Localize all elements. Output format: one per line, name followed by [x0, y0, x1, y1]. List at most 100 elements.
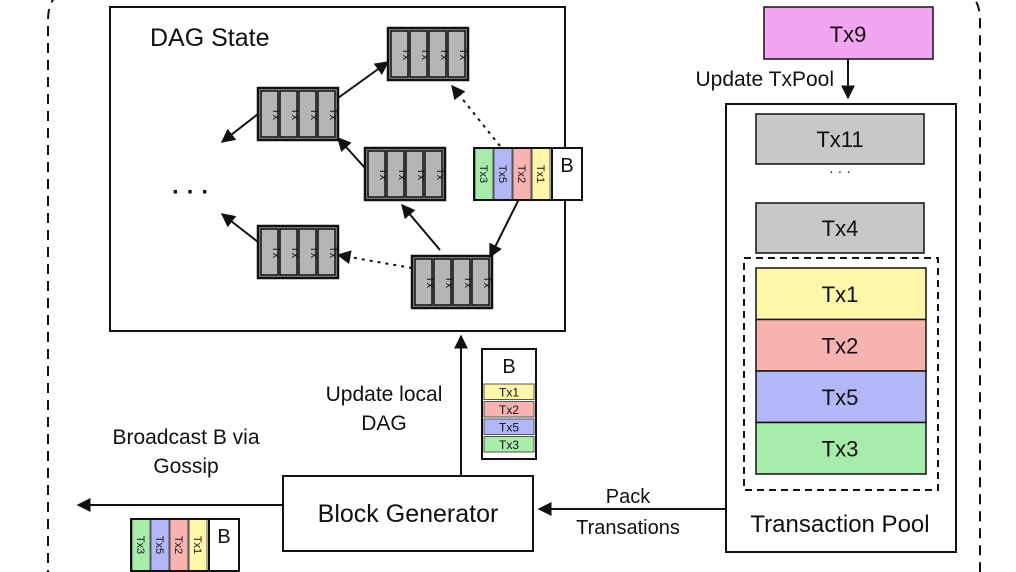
dag-edge	[489, 196, 521, 259]
pool-selected-tx	[755, 267, 927, 321]
broadcast-block-frame	[130, 518, 240, 572]
dag-tx-label: Tx	[424, 276, 436, 289]
pool-selected-tx	[755, 421, 927, 475]
dag-tx-label: Tx	[481, 276, 493, 289]
broadcast-label-line2: Gossip	[153, 455, 218, 478]
broadcast-block-tx-label: Tx3	[134, 536, 146, 554]
generated-block-label: B	[502, 356, 515, 378]
dag-block: Tx Tx Tx Tx	[386, 26, 470, 82]
pool-pending-tx-label: Tx4	[822, 216, 859, 241]
dag-tx-label: Tx	[289, 108, 301, 121]
broadcast-label-line1: Broadcast B via	[112, 426, 259, 449]
dag-new-block-label: B	[560, 155, 573, 177]
pack-label-line2: Transations	[576, 517, 680, 539]
dag-state-title: DAG State	[150, 24, 270, 52]
dag-new-block-tx-label: Tx3	[477, 165, 489, 183]
dag-tx-label: Tx	[434, 168, 446, 181]
dag-edge	[220, 113, 259, 143]
dag-edge	[401, 203, 441, 251]
dag-tx-label: Tx	[438, 48, 450, 61]
dag-new-block-tx-label: Tx1	[534, 165, 546, 183]
dag-new-block-tx-label: Tx2	[515, 165, 527, 183]
dag-tx-cell	[367, 150, 386, 198]
dag-tx-cell	[405, 150, 424, 198]
dag-tx-cell	[298, 90, 317, 138]
pool-ellipsis: · · ·	[829, 163, 851, 179]
dag-tx-cell	[317, 228, 336, 276]
generated-block-tx-label: Tx2	[499, 403, 519, 417]
block-generator-label: Block Generator	[318, 500, 499, 528]
dag-new-block-frame	[473, 147, 583, 201]
dag-edge	[337, 136, 366, 169]
broadcast-block-label: B	[217, 526, 230, 548]
dag-tx-cell	[390, 30, 409, 78]
generated-block-tx	[483, 383, 535, 400]
dag-tx-label: Tx	[443, 276, 455, 289]
broadcast-block-tx-label: Tx2	[172, 536, 184, 554]
dag-tx-cell	[317, 90, 336, 138]
dag-tx-cell	[260, 90, 279, 138]
dag-edge	[220, 213, 259, 243]
pool-selected-tx-label: Tx2	[822, 334, 859, 359]
incoming-tx-box	[763, 6, 934, 60]
broadcast-block-tx-label: Tx1	[191, 536, 203, 554]
pack-label-line1: Pack	[606, 486, 651, 508]
dag-tx-label: Tx	[419, 48, 431, 61]
dag-tx-label: Tx	[377, 168, 389, 181]
dag-tx-cell	[414, 258, 433, 306]
generated-block-tx-label: Tx1	[499, 386, 519, 400]
dag-new-block: Tx3 Tx5 Tx2 Tx1 B	[473, 147, 583, 201]
transaction-pool-title: Transaction Pool	[750, 511, 929, 538]
dag-edge-tentative	[451, 84, 501, 147]
update-local-dag-label-line2: DAG	[361, 412, 407, 435]
update-txpool-label: Update TxPool	[695, 68, 834, 91]
dag-tx-cell	[279, 90, 298, 138]
dag-block: Tx Tx Tx Tx	[363, 146, 447, 202]
generated-block-tx-label: Tx3	[499, 438, 519, 452]
dag-tx-label: Tx	[270, 108, 282, 121]
dag-tx-label: Tx	[400, 48, 412, 61]
generated-block-tx	[483, 401, 535, 418]
dag-edge	[337, 61, 390, 99]
dag-new-block-tx-label: Tx5	[496, 165, 508, 183]
dag-tx-cell	[447, 30, 466, 78]
pool-selected-tx	[755, 370, 927, 424]
pool-pending-tx-label: Tx11	[816, 127, 863, 152]
dag-tx-label: Tx	[308, 108, 320, 121]
dag-tx-label: Tx	[327, 108, 339, 121]
dag-tx-label: Tx	[327, 246, 339, 259]
dag-tx-label: Tx	[270, 246, 282, 259]
dag-tx-label: Tx	[457, 48, 469, 61]
selected-txs-frame	[743, 257, 939, 491]
update-local-dag-label-line1: Update local	[326, 383, 443, 406]
dag-tx-cell	[386, 150, 405, 198]
pool-pending-tx	[755, 113, 925, 165]
broadcast-block-tx-label: Tx5	[153, 536, 165, 554]
generated-block-tx	[483, 436, 535, 453]
block-generator-box	[282, 475, 534, 552]
dag-tx-label: Tx	[308, 246, 320, 259]
incoming-tx-label: Tx9	[830, 22, 867, 47]
dag-tx-label: Tx	[415, 168, 427, 181]
dag-ellipsis: · · ·	[172, 179, 209, 206]
node-boundary	[47, 0, 981, 572]
pool-pending-tx	[755, 202, 925, 254]
dag-tx-cell	[471, 258, 490, 306]
dag-tx-cell	[424, 150, 443, 198]
dag-edges	[220, 61, 521, 269]
dag-tx-label: Tx	[396, 168, 408, 181]
dag-tx-cell	[452, 258, 471, 306]
broadcast-block-header	[208, 518, 240, 572]
dag-tx-cell	[279, 228, 298, 276]
pool-selected-tx-label: Tx1	[822, 282, 859, 307]
pool-selected-tx-label: Tx5	[822, 385, 859, 410]
dag-tx-cell	[409, 30, 428, 78]
dag-tx-cell	[260, 228, 279, 276]
